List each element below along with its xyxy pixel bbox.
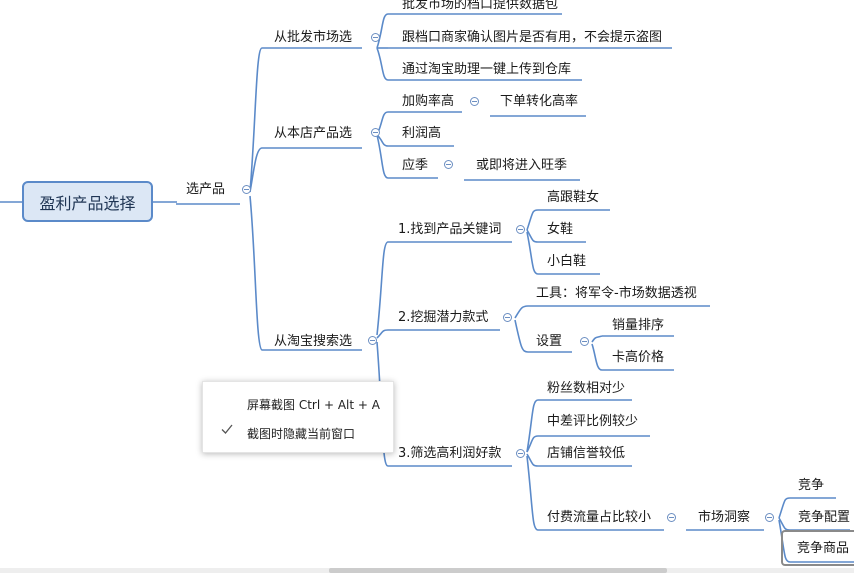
node-add-to-cart-rate[interactable]: 加购率高: [402, 94, 455, 109]
node-seasonal[interactable]: 应季: [402, 158, 429, 173]
collapse-toggle-season[interactable]: [444, 160, 453, 169]
node-competition-products[interactable]: 竞争商品: [797, 541, 850, 556]
root-node[interactable]: 盈利产品选择: [22, 181, 153, 222]
collapse-toggle-wholesale[interactable]: [371, 33, 380, 42]
checkmark-icon: [221, 424, 233, 434]
node-keyword-womens-shoes[interactable]: 女鞋: [547, 222, 574, 237]
node-wholesale-data-package[interactable]: 批发市场的档口提供数据包: [402, 0, 559, 12]
collapse-toggle-potential[interactable]: [503, 313, 512, 322]
collapse-toggle-filter[interactable]: [516, 449, 525, 458]
node-confirm-images[interactable]: 跟档口商家确认图片是否有用，不会提示盗图: [402, 30, 663, 45]
collapse-toggle-paid-traffic[interactable]: [667, 513, 676, 522]
node-few-bad-reviews[interactable]: 中差评比例较少: [547, 414, 639, 429]
node-keyword-white-shoes[interactable]: 小白鞋: [547, 254, 587, 269]
node-from-wholesale[interactable]: 从批发市场选: [274, 30, 353, 45]
node-filter-high-profit[interactable]: 3.筛选高利润好款: [398, 446, 502, 461]
collapse-toggle-store[interactable]: [371, 128, 380, 137]
collapse-toggle-keyword[interactable]: [516, 225, 525, 234]
root-label: 盈利产品选择: [39, 193, 136, 213]
node-select-product[interactable]: 选产品: [186, 182, 226, 197]
context-menu: 屏幕截图 Ctrl + Alt + A 截图时隐藏当前窗口: [202, 381, 394, 453]
node-peak-season[interactable]: 或即将进入旺季: [476, 158, 568, 173]
collapse-toggle-insight[interactable]: [765, 513, 774, 522]
node-from-taobao[interactable]: 从淘宝搜索选: [274, 334, 353, 349]
node-high-price[interactable]: 卡高价格: [612, 350, 665, 365]
node-market-insight[interactable]: 市场洞察: [698, 510, 751, 525]
node-setting[interactable]: 设置: [536, 334, 563, 349]
node-conversion-rate[interactable]: 下单转化高率: [500, 94, 579, 109]
node-sales-sort[interactable]: 销量排序: [612, 318, 665, 333]
collapse-toggle-add-rate[interactable]: [470, 97, 479, 106]
collapse-toggle-setting[interactable]: [580, 337, 589, 346]
node-competition[interactable]: 竞争: [798, 478, 825, 493]
menu-item-screenshot[interactable]: 屏幕截图 Ctrl + Alt + A: [247, 398, 380, 412]
node-find-keyword[interactable]: 1.找到产品关键词: [398, 222, 502, 237]
node-high-profit[interactable]: 利润高: [402, 126, 442, 141]
node-low-paid-traffic[interactable]: 付费流量占比较小: [547, 510, 652, 525]
selection-frame: [781, 530, 854, 566]
node-low-reputation[interactable]: 店铺信誉较低: [547, 446, 626, 461]
menu-item-hide-window[interactable]: 截图时隐藏当前窗口: [247, 427, 356, 441]
node-tool-market-data[interactable]: 工具：将军令-市场数据透视: [536, 286, 697, 301]
node-competition-config[interactable]: 竞争配置: [798, 510, 851, 525]
node-dig-potential[interactable]: 2.挖掘潜力款式: [398, 310, 489, 325]
scrollbar-thumb[interactable]: [329, 568, 667, 573]
node-upload-warehouse[interactable]: 通过淘宝助理一键上传到仓库: [402, 62, 572, 77]
node-from-store[interactable]: 从本店产品选: [274, 126, 353, 141]
node-few-fans[interactable]: 粉丝数相对少: [547, 381, 626, 396]
collapse-toggle-select-product[interactable]: [242, 185, 251, 194]
collapse-toggle-taobao[interactable]: [368, 336, 377, 345]
node-keyword-high-heels[interactable]: 高跟鞋女: [547, 190, 600, 205]
